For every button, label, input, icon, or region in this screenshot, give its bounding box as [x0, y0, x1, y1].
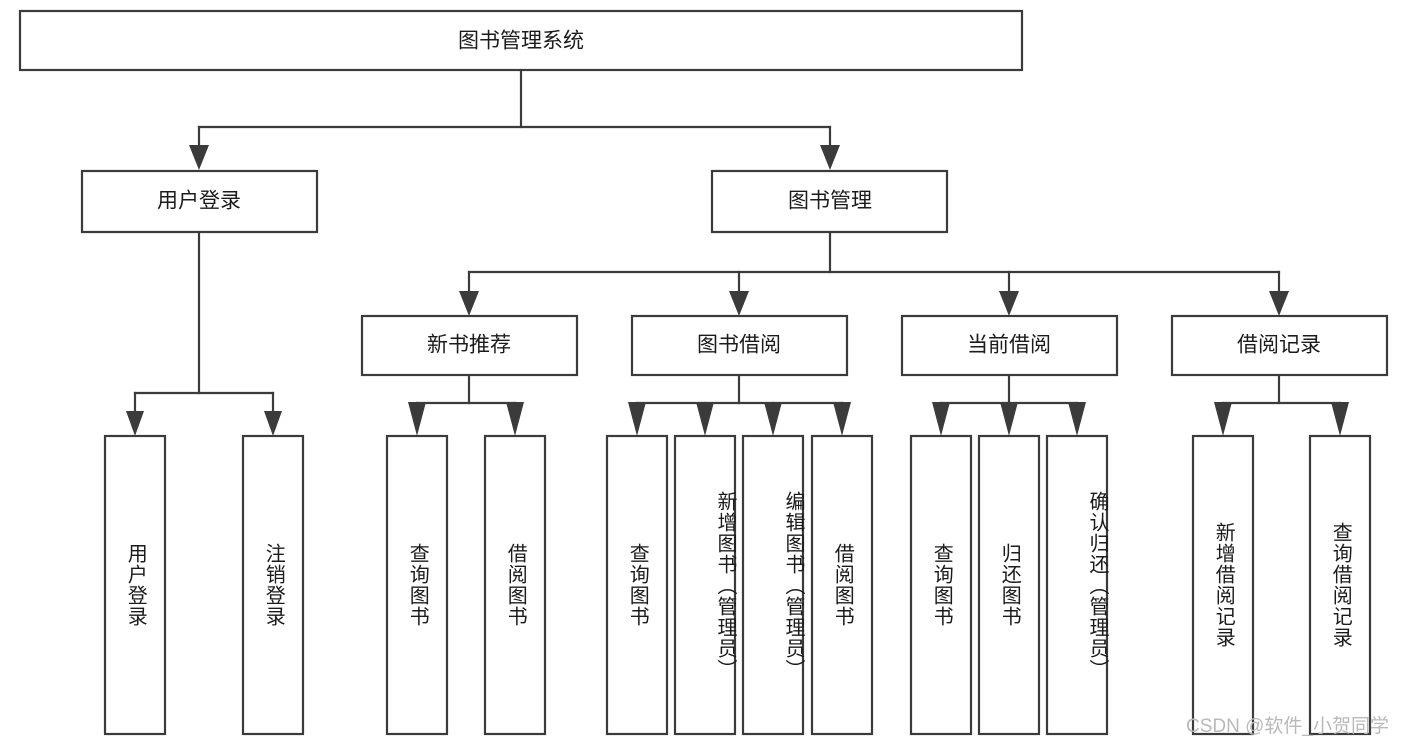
- csdn-watermark: CSDN @软件_小贺同学: [1186, 716, 1389, 737]
- leaf-book-borrow-3[interactable]: [741, 434, 805, 736]
- arrowhead-icon: [729, 291, 749, 316]
- arrowhead-icon: [1068, 402, 1086, 436]
- node-box-layer: [18, 9, 1389, 736]
- node-new-book-recommend-label: 新书推荐: [427, 334, 511, 357]
- arrowhead-icon: [1331, 402, 1349, 436]
- leaf-book-borrow-4[interactable]: [810, 434, 874, 736]
- arrowhead-icon: [764, 402, 782, 436]
- leaf-new-book-2[interactable]: [483, 434, 547, 736]
- leaf-borrow-record-2[interactable]: [1308, 434, 1372, 736]
- node-borrow-record-label: 借阅记录: [1237, 334, 1321, 357]
- arrowhead-icon: [1214, 402, 1232, 436]
- node-book-borrow-label: 图书借阅: [697, 334, 781, 357]
- leaf-book-borrow-2[interactable]: [673, 434, 737, 736]
- leaf-borrow-record-1[interactable]: [1191, 434, 1255, 736]
- leaf-user-login-1[interactable]: [103, 434, 167, 736]
- leaf-new-book-1[interactable]: [385, 434, 449, 736]
- arrowhead-icon: [833, 402, 851, 436]
- node-book-borrow[interactable]: [630, 314, 849, 377]
- node-root-book-management-system[interactable]: [18, 9, 1024, 72]
- node-user-login-label: 用户登录: [157, 190, 241, 213]
- arrowhead-icon: [506, 402, 524, 436]
- arrowhead-layer: [126, 145, 1349, 436]
- node-current-borrow-label: 当前借阅: [967, 334, 1051, 357]
- arrowhead-icon: [459, 291, 479, 316]
- arrowhead-icon: [932, 402, 950, 436]
- leaf-user-login-2[interactable]: [241, 434, 305, 736]
- node-new-book-recommend[interactable]: [360, 314, 579, 377]
- arrowhead-icon: [264, 411, 282, 436]
- arrowhead-icon: [189, 145, 209, 170]
- node-book-management[interactable]: [710, 169, 949, 234]
- arrowhead-icon: [820, 145, 840, 170]
- horizontal-label-layer: 图书管理系统 用户登录 图书管理 新书推荐 图书借阅 当前借阅 借阅记录: [157, 30, 1321, 357]
- node-root-label: 图书管理系统: [458, 30, 584, 53]
- leaf-book-borrow-1[interactable]: [605, 434, 669, 736]
- arrowhead-icon: [1000, 402, 1018, 436]
- arrowhead-icon: [696, 402, 714, 436]
- node-current-borrow[interactable]: [900, 314, 1119, 377]
- leaf-current-borrow-1[interactable]: [909, 434, 973, 736]
- arrowhead-icon: [628, 402, 646, 436]
- arrowhead-icon: [999, 291, 1019, 316]
- arrowhead-icon: [126, 411, 144, 436]
- node-borrow-record[interactable]: [1170, 314, 1389, 377]
- leaf-current-borrow-2[interactable]: [977, 434, 1041, 736]
- node-book-management-label: 图书管理: [788, 190, 872, 213]
- arrowhead-icon: [1269, 291, 1289, 316]
- leaf-current-borrow-3[interactable]: [1045, 434, 1109, 736]
- node-user-login[interactable]: [80, 169, 319, 234]
- arrowhead-icon: [408, 402, 426, 436]
